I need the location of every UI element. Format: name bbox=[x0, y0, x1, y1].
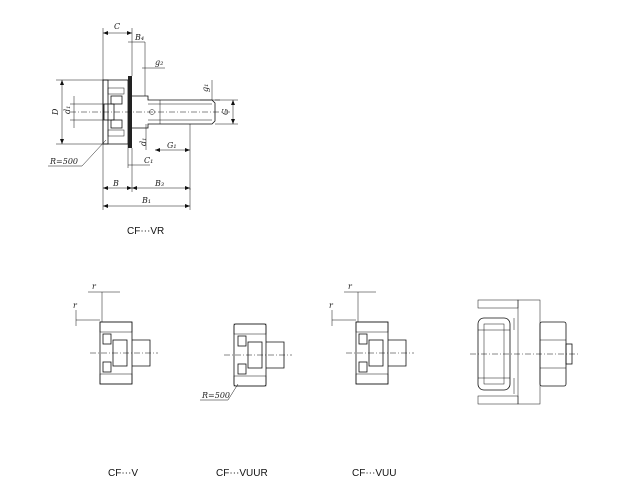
caption-cf-vr: CF⋯VR bbox=[127, 226, 164, 237]
dim-g1: g₁ bbox=[201, 84, 210, 92]
v1-r-side: r bbox=[73, 301, 78, 310]
dim-C: C bbox=[114, 22, 120, 31]
variant-cf-vuur: R=500 CF⋯VUUR bbox=[200, 323, 292, 479]
dim-D: D bbox=[51, 108, 60, 116]
caption-cf-v: CF⋯V bbox=[108, 468, 138, 479]
caption-cf-vuur: CF⋯VUUR bbox=[216, 468, 268, 479]
dim-B4: B₄ bbox=[134, 33, 144, 42]
dim-B: B bbox=[112, 179, 119, 188]
v3-r-top: r bbox=[348, 282, 353, 291]
v2-R: R=500 bbox=[201, 391, 230, 400]
dim-g2: g₂ bbox=[155, 58, 163, 67]
caption-cf-vuu: CF⋯VUU bbox=[352, 468, 396, 479]
dim-C1: C₁ bbox=[144, 156, 153, 165]
dim-B3: B₃ bbox=[154, 179, 164, 188]
main-drawing-cf-vr: C B₄ g₂ g₁ G D d₁ d₁ bbox=[48, 22, 238, 237]
dim-G: G bbox=[221, 108, 230, 115]
v3-r-side: r bbox=[329, 301, 334, 310]
variant-cf-v: r r CF⋯V bbox=[73, 282, 158, 479]
roller-lower bbox=[110, 119, 123, 129]
dim-G1: G₁ bbox=[167, 141, 177, 150]
dim-d1: d₁ bbox=[139, 138, 148, 146]
housing-plate bbox=[517, 299, 541, 405]
variant-cf-vuu: r r CF⋯VUU bbox=[329, 282, 414, 479]
dim-R: R=500 bbox=[49, 157, 78, 166]
dim-B1: B₁ bbox=[141, 196, 151, 205]
roller-upper bbox=[110, 95, 123, 105]
dim-d1-left: d₁ bbox=[63, 106, 72, 114]
v1-r-top: r bbox=[92, 282, 97, 291]
variant-mounted bbox=[470, 299, 578, 405]
